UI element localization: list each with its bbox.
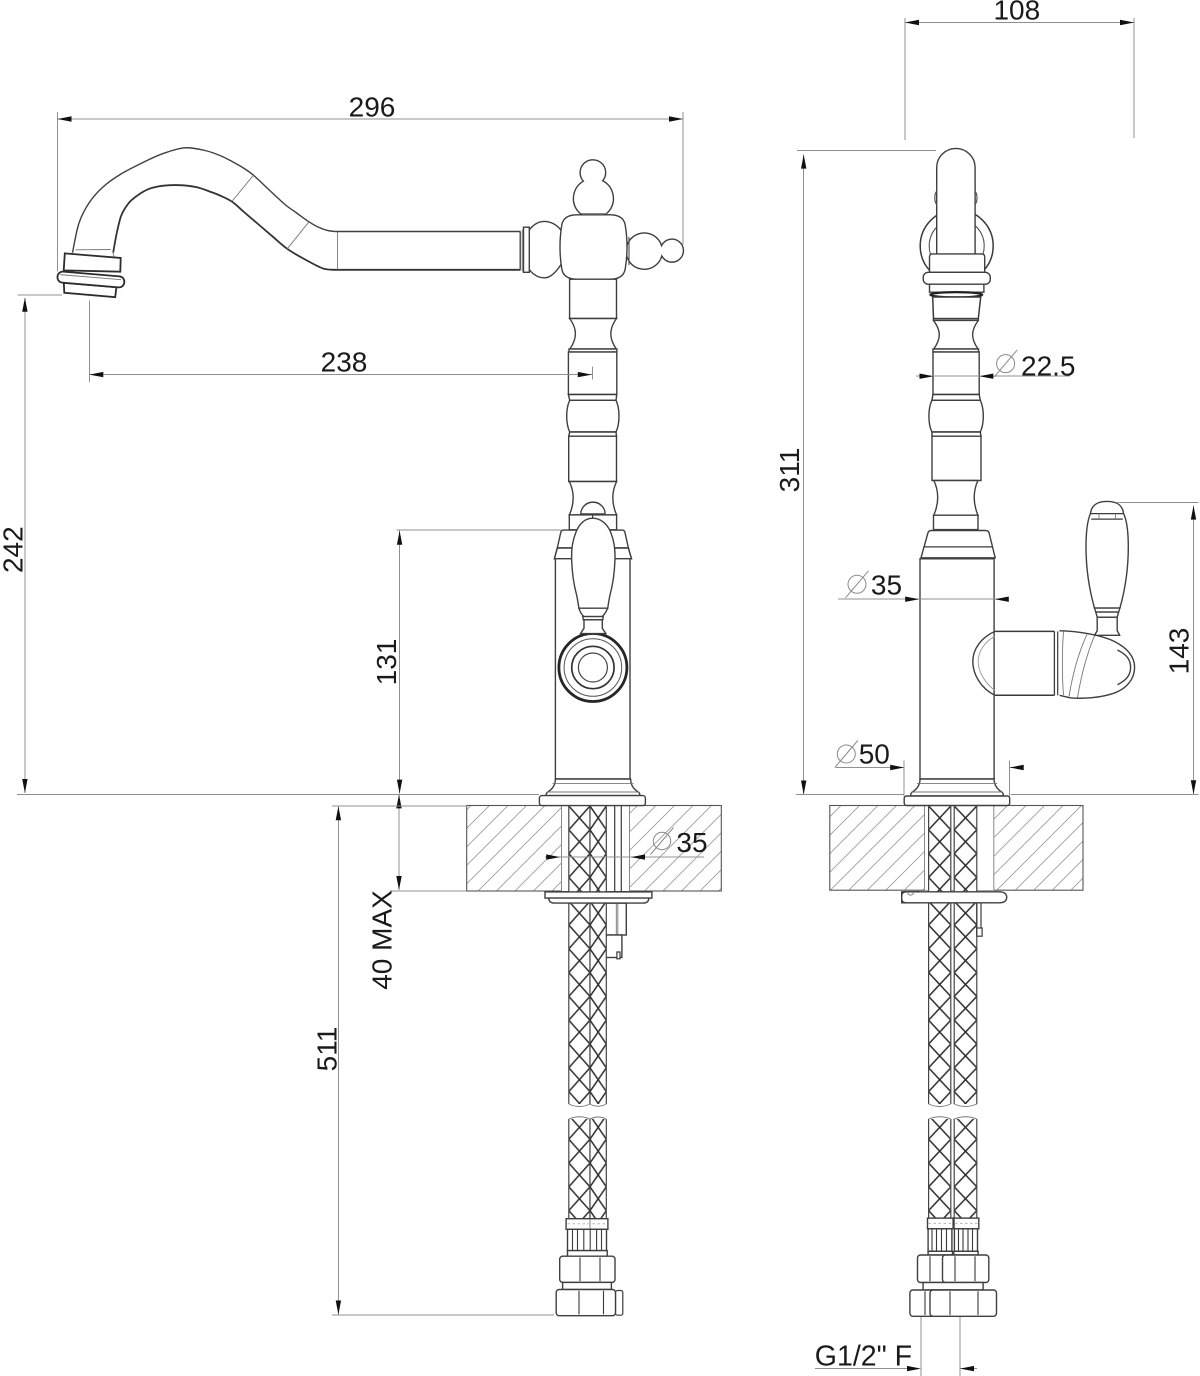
svg-text:G1/2" F: G1/2" F — [815, 1340, 912, 1372]
svg-text:296: 296 — [349, 92, 396, 123]
svg-text:35: 35 — [871, 570, 902, 601]
svg-text:22.5: 22.5 — [1021, 350, 1076, 381]
svg-text:238: 238 — [321, 347, 368, 378]
svg-text:40 MAX: 40 MAX — [367, 890, 398, 990]
svg-text:50: 50 — [859, 738, 890, 769]
svg-text:242: 242 — [0, 526, 29, 573]
svg-text:108: 108 — [993, 0, 1040, 26]
svg-text:511: 511 — [312, 1027, 343, 1072]
svg-text:131: 131 — [371, 639, 402, 686]
svg-text:311: 311 — [774, 448, 805, 493]
svg-text:35: 35 — [676, 827, 707, 858]
svg-text:143: 143 — [1164, 628, 1195, 675]
